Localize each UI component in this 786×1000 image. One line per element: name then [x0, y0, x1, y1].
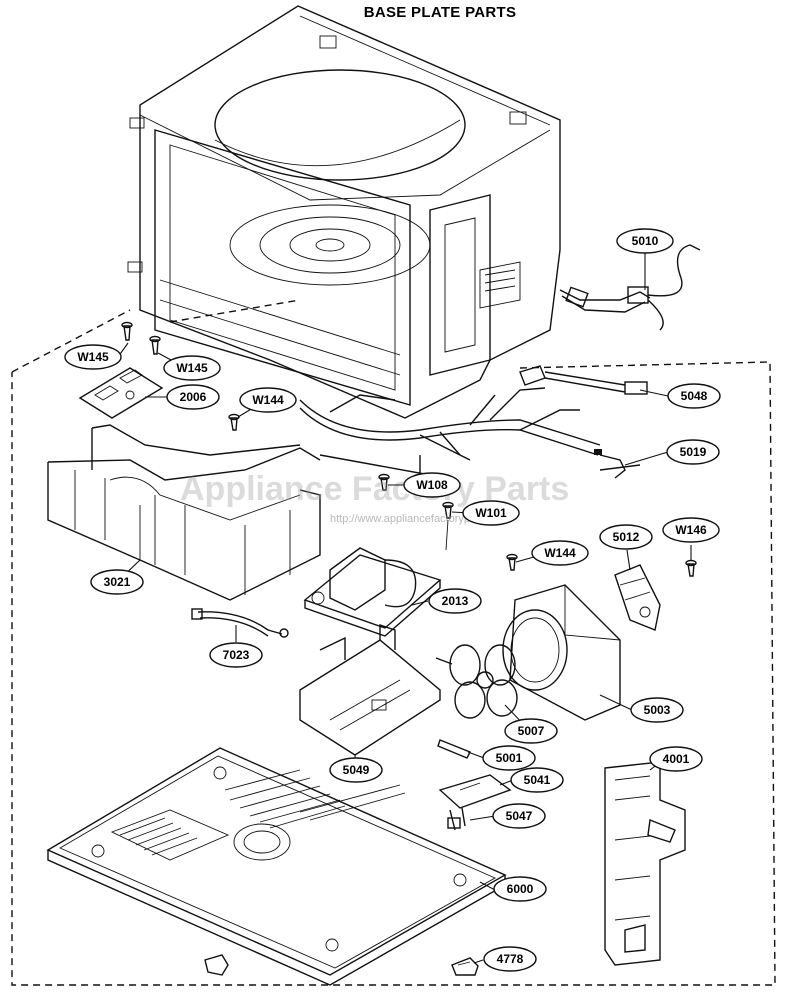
- callout-label: W145: [176, 361, 208, 375]
- callout-label: W145: [77, 350, 109, 364]
- callout-label: 7023: [223, 648, 250, 662]
- callout-label: 5012: [613, 530, 640, 544]
- callout-label: 5010: [632, 234, 659, 248]
- connector-5048: [519, 365, 648, 395]
- transformer-board-2013: [303, 547, 442, 637]
- screw-w144-b: [506, 553, 518, 571]
- callout-3021: 3021: [90, 569, 144, 595]
- assembly-boundary: [11, 299, 776, 986]
- callout-5019: 5019: [666, 439, 720, 465]
- wire-harness-5019: [299, 387, 641, 480]
- callout-5012: 5012: [599, 524, 653, 550]
- callout-w146: W146: [662, 517, 720, 543]
- diagram-title: BASE PLATE PARTS: [363, 4, 517, 21]
- bracket-5049: [299, 624, 441, 756]
- callout-5001: 5001: [482, 745, 536, 771]
- callout-2013: 2013: [428, 588, 482, 614]
- callout-4778: 4778: [483, 946, 537, 972]
- control-board-2006: [78, 367, 164, 419]
- callout-label: 2013: [442, 594, 469, 608]
- air-duct-3021: [47, 424, 321, 601]
- callout-label: 5048: [681, 389, 708, 403]
- screw-w108: [378, 473, 390, 491]
- callout-w108: W108: [403, 472, 461, 498]
- callout-label: W144: [252, 393, 284, 407]
- screw-w145-b: [149, 335, 161, 355]
- watermark-text: Appliance Factory Parts: [180, 470, 569, 508]
- callout-label: 6000: [507, 882, 534, 896]
- callout-5047: 5047: [492, 803, 546, 829]
- latch-bracket-4001: [604, 761, 686, 966]
- callout-label: 5041: [524, 773, 551, 787]
- screw-w144-a: [228, 413, 240, 431]
- callout-label: W144: [544, 546, 576, 560]
- callout-label: 5047: [506, 809, 533, 823]
- callout-label: W146: [675, 523, 707, 537]
- callout-label: 5001: [496, 751, 523, 765]
- cavity-chassis: [127, 5, 561, 419]
- callout-w101: W101: [462, 500, 520, 526]
- callout-label: 2006: [180, 390, 207, 404]
- callout-2006: 2006: [166, 384, 220, 410]
- screw-w145-a: [121, 321, 133, 341]
- callout-4001: 4001: [649, 746, 703, 772]
- foot-4778: [451, 957, 479, 976]
- callout-w145-a: W145: [64, 344, 122, 370]
- callout-label: 3021: [104, 575, 131, 589]
- callout-label: 4001: [663, 752, 690, 766]
- callout-5003: 5003: [630, 697, 684, 723]
- callout-5041: 5041: [510, 767, 564, 793]
- callout-label: 4778: [497, 952, 524, 966]
- callout-w145-b: W145: [163, 355, 221, 381]
- screw-w146: [685, 559, 697, 577]
- callout-label: W108: [416, 478, 448, 492]
- fan-shroud-5003: [502, 584, 621, 721]
- screw-w101: [442, 501, 454, 551]
- callout-label: W101: [475, 506, 507, 520]
- fuse-holder-5047: [447, 807, 466, 831]
- sensor-5001: [437, 739, 471, 759]
- switch-5012: [614, 564, 661, 631]
- callout-5010: 5010: [616, 228, 674, 254]
- callout-w144-a: W144: [239, 387, 297, 413]
- callout-6000: 6000: [493, 876, 547, 902]
- callout-label: 5003: [644, 703, 671, 717]
- bracket-5041: [438, 774, 512, 809]
- callout-label: 5049: [343, 763, 370, 777]
- base-plate-6000: [46, 747, 507, 986]
- callout-5049: 5049: [329, 757, 383, 783]
- callout-w144-b: W144: [531, 540, 589, 566]
- power-cord-5010: [559, 244, 701, 331]
- callout-5007: 5007: [504, 718, 558, 744]
- callout-7023: 7023: [209, 642, 263, 668]
- wire-7023: [191, 608, 289, 638]
- fan-blade-5007: [435, 644, 518, 719]
- foot-left: [204, 954, 229, 976]
- callout-label: 5019: [680, 445, 707, 459]
- callout-5048: 5048: [667, 383, 721, 409]
- callout-label: 5007: [518, 724, 545, 738]
